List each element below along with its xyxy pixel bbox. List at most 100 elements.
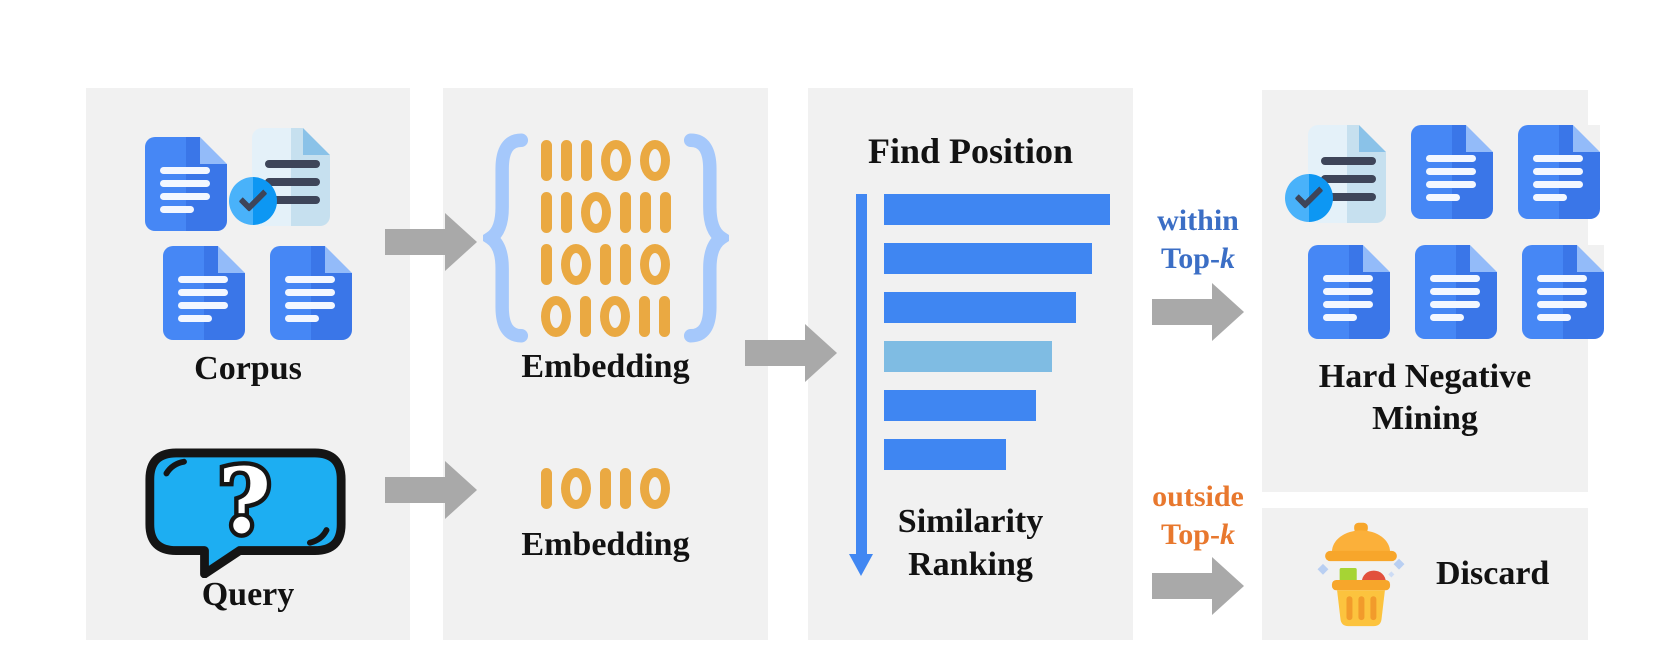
query-label: Query — [201, 576, 295, 613]
document-icon — [1415, 245, 1497, 339]
query-binary-row — [541, 468, 670, 509]
similarity-ranking-label: Similarity Ranking — [808, 500, 1133, 586]
panel-similarity-ranking: Find Position Similarity Ranking — [808, 88, 1133, 640]
binary-row — [541, 295, 670, 337]
document-icon — [1411, 125, 1493, 219]
bit-zero — [640, 468, 670, 509]
bit-one — [600, 243, 611, 285]
page-fold — [218, 246, 245, 273]
ranking-bar — [884, 194, 1110, 225]
query-embedding-label: Embedding — [521, 526, 690, 563]
panel-discard: Discard — [1262, 508, 1588, 640]
trash-bin-icon — [1317, 522, 1405, 627]
right-arrow-icon — [385, 213, 477, 271]
bit-one — [639, 191, 651, 233]
ranking-bar — [884, 243, 1092, 274]
top-k-word: Top-k — [1161, 518, 1235, 551]
hard-negative-documents-row — [1285, 125, 1600, 223]
within-word: within — [1157, 204, 1239, 237]
discard-label: Discard — [1436, 555, 1550, 592]
checked-document-icon — [229, 128, 330, 226]
panel-hard-negative-mining: Hard Negative Mining — [1262, 90, 1604, 492]
within-top-k-label: within Top-k — [1128, 202, 1268, 278]
outside-word: outside — [1152, 480, 1244, 513]
bit-one — [620, 243, 631, 285]
bit-one — [600, 468, 611, 509]
bit-zero — [600, 295, 630, 337]
corpus-embedding-icon — [443, 132, 768, 344]
right-arrow-icon — [1152, 557, 1244, 615]
corpus-embedding-label: Embedding — [521, 348, 690, 385]
corpus-label: Corpus — [194, 350, 302, 387]
page-fold — [1470, 245, 1497, 272]
document-icon — [145, 137, 227, 231]
page-fold — [200, 137, 227, 164]
similarity-bars — [884, 194, 1110, 488]
bit-zero — [561, 243, 591, 285]
bit-one — [541, 139, 552, 181]
checked-document-icon — [1285, 125, 1386, 223]
ranking-bar — [884, 439, 1006, 470]
check-circle-icon — [229, 177, 277, 225]
bit-one — [659, 191, 671, 233]
right-arrow-icon — [1152, 283, 1244, 341]
page-fold — [303, 128, 330, 155]
binary-row — [541, 243, 670, 285]
hard-negative-line2: Mining — [1372, 400, 1478, 437]
binary-row — [541, 139, 670, 181]
bit-one — [581, 139, 592, 181]
bit-one — [619, 191, 631, 233]
curly-brace-left-icon — [482, 133, 528, 343]
page-fold — [325, 246, 352, 273]
ranking-bar — [884, 292, 1076, 323]
bit-zero — [640, 139, 670, 181]
document-icon — [1522, 245, 1604, 339]
top-k-word: Top-k — [1161, 242, 1235, 275]
bit-one — [659, 295, 670, 337]
question-mark-glyph: ? — [218, 449, 271, 554]
right-arrow-icon — [745, 324, 837, 382]
binary-row — [540, 191, 671, 233]
bit-one — [580, 295, 591, 337]
panel-corpus-query: Corpus ? Query — [86, 88, 410, 640]
bit-one — [560, 191, 572, 233]
bit-one — [620, 468, 631, 509]
corpus-documents-row — [163, 246, 352, 340]
hard-negative-mining-label: Hard Negative Mining — [1262, 356, 1588, 440]
bit-zero — [601, 139, 631, 181]
bit-zero — [561, 468, 591, 509]
find-position-title: Find Position — [867, 131, 1074, 171]
hard-negative-line1: Hard Negative — [1318, 358, 1532, 395]
document-icon — [1518, 125, 1600, 219]
query-speech-bubble-icon: ? — [145, 446, 346, 578]
bit-zero — [541, 295, 571, 337]
similarity-ranking-line1: Similarity — [897, 503, 1044, 540]
document-icon — [163, 246, 245, 340]
similarity-ranking-line2: Ranking — [908, 546, 1033, 583]
right-arrow-icon — [385, 461, 477, 519]
down-arrowhead — [849, 554, 873, 576]
page-fold — [1573, 125, 1600, 152]
bit-one — [561, 139, 572, 181]
bit-zero — [640, 243, 670, 285]
bit-one — [541, 468, 552, 509]
corpus-binary-matrix — [540, 139, 671, 337]
bit-zero — [580, 191, 611, 233]
page-fold — [1363, 245, 1390, 272]
binary-row — [541, 468, 670, 509]
page-fold — [1466, 125, 1493, 152]
outside-top-k-label: outside Top-k — [1128, 478, 1268, 554]
ranking-bar-highlighted — [884, 341, 1052, 372]
page-fold — [1577, 245, 1604, 272]
bit-one — [541, 243, 552, 285]
ranking-bar — [884, 390, 1036, 421]
query-embedding-icon — [443, 468, 768, 509]
bit-one — [540, 191, 552, 233]
document-icon — [270, 246, 352, 340]
curly-brace-right-icon — [683, 133, 729, 343]
check-circle-icon — [1285, 174, 1333, 222]
hard-negative-documents-row — [1308, 245, 1604, 339]
down-arrow-shaft — [856, 194, 867, 556]
document-icon — [1308, 245, 1390, 339]
